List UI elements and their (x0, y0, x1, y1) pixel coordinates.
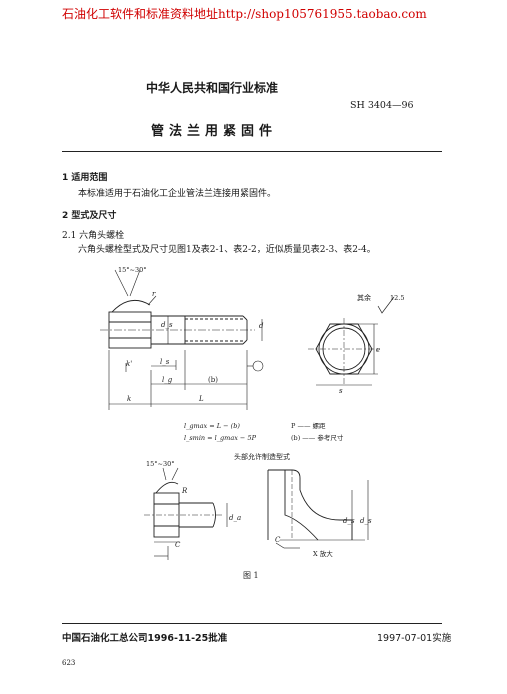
footer-rule (62, 623, 442, 624)
standard-code: SH 3404—96 (350, 100, 414, 111)
legend-reference: (b) —— 参考尺寸 (291, 433, 344, 442)
label-angle: 15°~30° (118, 266, 147, 274)
alt-head-view (144, 467, 228, 560)
label-ds-detail-2: d_s (360, 517, 372, 525)
standard-org: 中华人民共和国行业标准 (146, 81, 279, 95)
label-ds: d_s (161, 321, 173, 329)
label-ds-detail-1: d_s (343, 517, 355, 525)
legend-pitch: P —— 螺距 (291, 421, 326, 430)
label-b: (b) (208, 376, 218, 384)
label-C-right: C (275, 536, 281, 544)
label-r: r (152, 290, 156, 298)
approval-line: 中国石油化工总公司1996-11-25批准 (62, 633, 228, 644)
label-k: k (127, 395, 131, 403)
alt-head-caption: 头部允许制造型式 (234, 452, 290, 461)
header-rule (62, 151, 442, 152)
hex-end-view (308, 318, 380, 386)
label-ls: l_s (160, 358, 170, 366)
label-e: e (376, 346, 380, 354)
section-1-body: 本标准适用于石油化工企业管法兰连接用紧固件。 (78, 189, 277, 199)
section-2-heading: 2 型式及尺寸 (62, 211, 117, 221)
label-lg: l_g (162, 376, 173, 384)
section-1-heading: 1 适用范围 (62, 173, 108, 183)
document-title: 管法兰用紧固件 (151, 124, 278, 139)
page-number: 623 (62, 659, 76, 667)
label-L: L (198, 395, 204, 403)
label-s: s (339, 387, 343, 395)
label-angle-2: 15°~30° (146, 460, 175, 468)
dimension-lines (108, 316, 264, 410)
formula-lsmin: l_smin = l_gmax − 5P (184, 434, 257, 442)
label-R: R (181, 487, 188, 495)
detail-x-caption: X 放大 (313, 549, 333, 558)
label-C-left: C (175, 541, 181, 549)
section-2-1-heading: 2.1 六角头螺栓 (62, 231, 125, 241)
label-da: d_a (229, 514, 241, 522)
figure-caption: 图 1 (243, 571, 259, 580)
roughness-value: 12.5 (390, 294, 404, 302)
effective-date: 1997-07-01实施 (377, 633, 452, 644)
watermark-text: 石油化工软件和标准资料地址http://shop105761955.taobao… (62, 7, 427, 21)
bolt-side-view (100, 269, 255, 349)
detail-x-view (267, 469, 369, 549)
label-d: d (259, 322, 264, 330)
surface-note: 其余 (357, 293, 371, 302)
section-2-1-body: 六角头螺栓型式及尺寸见图1及表2-1、表2-2，近似质量见表2-3、表2-4。 (78, 245, 376, 255)
label-kprime: k' (126, 360, 132, 368)
formula-lgmax: l_gmax = L − (b) (184, 422, 240, 430)
